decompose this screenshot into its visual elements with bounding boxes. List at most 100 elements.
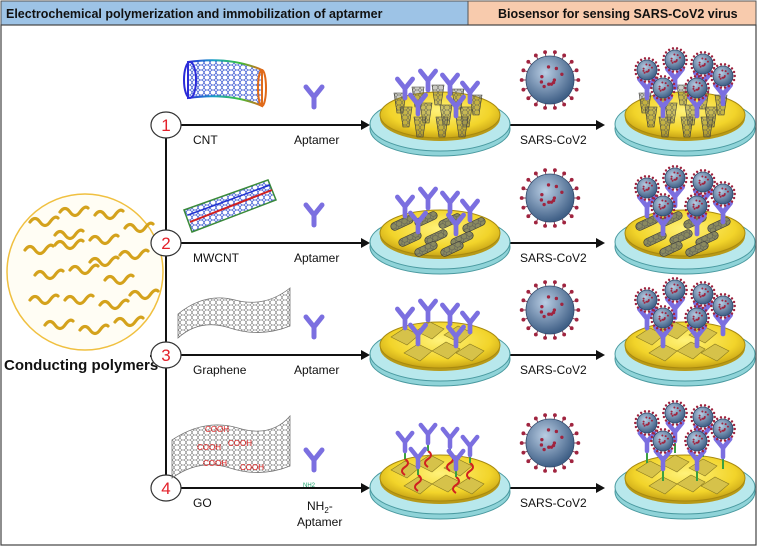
arrow-to-sensor <box>505 483 605 493</box>
step-number-4: 4 <box>150 474 182 502</box>
virus-icon <box>662 277 688 303</box>
polymer-chain <box>123 221 155 234</box>
step-number-label: 2 <box>161 234 170 253</box>
aptamer-icon <box>440 190 460 215</box>
arrow-to-electrode <box>280 238 370 248</box>
step-number-label: 1 <box>161 116 170 135</box>
virus-icon <box>662 400 688 426</box>
aptamer-icon <box>446 212 466 237</box>
virus-icon <box>519 50 581 110</box>
virus-icon <box>650 305 676 331</box>
aptamer-label-line2: Aptamer <box>297 515 342 529</box>
aptamer-icon <box>418 68 438 93</box>
header-right-title: Biosensor for sensing SARS-CoV2 virus <box>498 7 738 21</box>
go-cooh-label: COOH <box>203 459 227 468</box>
material-illustration <box>177 287 291 339</box>
aptamer-icon <box>460 80 480 105</box>
aptamer-icon <box>303 314 325 340</box>
polymer-chain <box>53 238 85 251</box>
linker <box>452 476 460 494</box>
electrode <box>614 165 756 275</box>
polymer-chain <box>113 315 145 328</box>
aptamer-icon <box>395 194 415 219</box>
virus-label: SARS-CoV2 <box>520 133 587 147</box>
aptamer-label: Aptamer <box>294 133 339 147</box>
material-label: CNT <box>193 133 218 147</box>
virus-icon <box>690 404 716 430</box>
polymer-chain <box>78 323 110 336</box>
aptamer-icon <box>418 422 438 446</box>
aptamer-icon <box>440 302 460 327</box>
polymer-chain <box>43 318 75 331</box>
polymer-chain <box>118 248 150 261</box>
aptamer-icon <box>418 186 438 211</box>
aptamer-icon <box>440 72 460 97</box>
virus-label: SARS-CoV2 <box>520 363 587 377</box>
material-illustration <box>183 179 277 233</box>
virus-icon <box>690 51 716 77</box>
virus-label: SARS-CoV2 <box>520 496 587 510</box>
virus-icon <box>684 305 710 331</box>
virus-icon <box>662 47 688 73</box>
aptamer-icon <box>408 322 428 347</box>
aptamer-icon <box>653 448 673 472</box>
virus-icon <box>519 413 581 473</box>
aptamer-icon <box>460 198 480 223</box>
step-number-label: 4 <box>161 479 170 498</box>
material-illustration <box>183 59 267 108</box>
aptamer-icon <box>446 448 466 472</box>
aptamer-sub: 2 <box>324 506 329 515</box>
arrow-to-sensor <box>505 238 605 248</box>
aptamer-suffix: - <box>329 499 333 513</box>
aptamer-icon <box>637 430 657 454</box>
aptamer-icon <box>303 447 325 473</box>
polymer-chain <box>33 268 65 281</box>
material-label: GO <box>193 496 212 510</box>
aptamer-icon <box>395 306 415 331</box>
virus-icon <box>684 193 710 219</box>
go-cooh-label: COOH <box>205 425 229 434</box>
step-number-label: 3 <box>161 346 170 365</box>
aptamer-icon <box>446 324 466 349</box>
header-left-bar <box>0 0 469 26</box>
aptamer-icon <box>395 430 415 454</box>
virus-icon <box>634 410 660 436</box>
step-number-2: 2 <box>150 229 182 257</box>
amine-tag: NH2 <box>303 483 316 489</box>
virus-label: SARS-CoV2 <box>520 251 587 265</box>
polymer-chain <box>63 293 95 306</box>
polymer-chain <box>28 293 60 306</box>
aptamer-icon <box>408 92 428 117</box>
material-label: Graphene <box>193 363 247 377</box>
virus-icon <box>519 168 581 228</box>
electrode <box>369 422 511 520</box>
aptamer-icon <box>687 448 707 472</box>
linker <box>424 450 432 468</box>
step-number-1: 1 <box>150 111 182 139</box>
header-right-bar <box>467 0 757 26</box>
polymer-chain <box>53 228 85 241</box>
virus-icon <box>650 193 676 219</box>
header-left-title: Electrochemical polymerization and immob… <box>6 7 383 21</box>
virus-icon <box>650 75 676 101</box>
virus-icon <box>684 428 710 454</box>
virus-icon <box>650 428 676 454</box>
aptamer-label: NH2- <box>307 499 333 515</box>
polymer-chain <box>88 233 120 246</box>
polymer-chain <box>28 215 60 228</box>
aptamer-label: Aptamer <box>294 251 339 265</box>
virus-icon <box>634 175 660 201</box>
linker <box>414 474 422 492</box>
aptamer-icon <box>303 84 325 110</box>
virus-icon <box>690 281 716 307</box>
aptamer-icon <box>460 310 480 335</box>
polymer-chain <box>58 205 90 218</box>
arrow-to-electrode <box>280 483 370 493</box>
go-cooh-label: COOH <box>240 463 264 472</box>
